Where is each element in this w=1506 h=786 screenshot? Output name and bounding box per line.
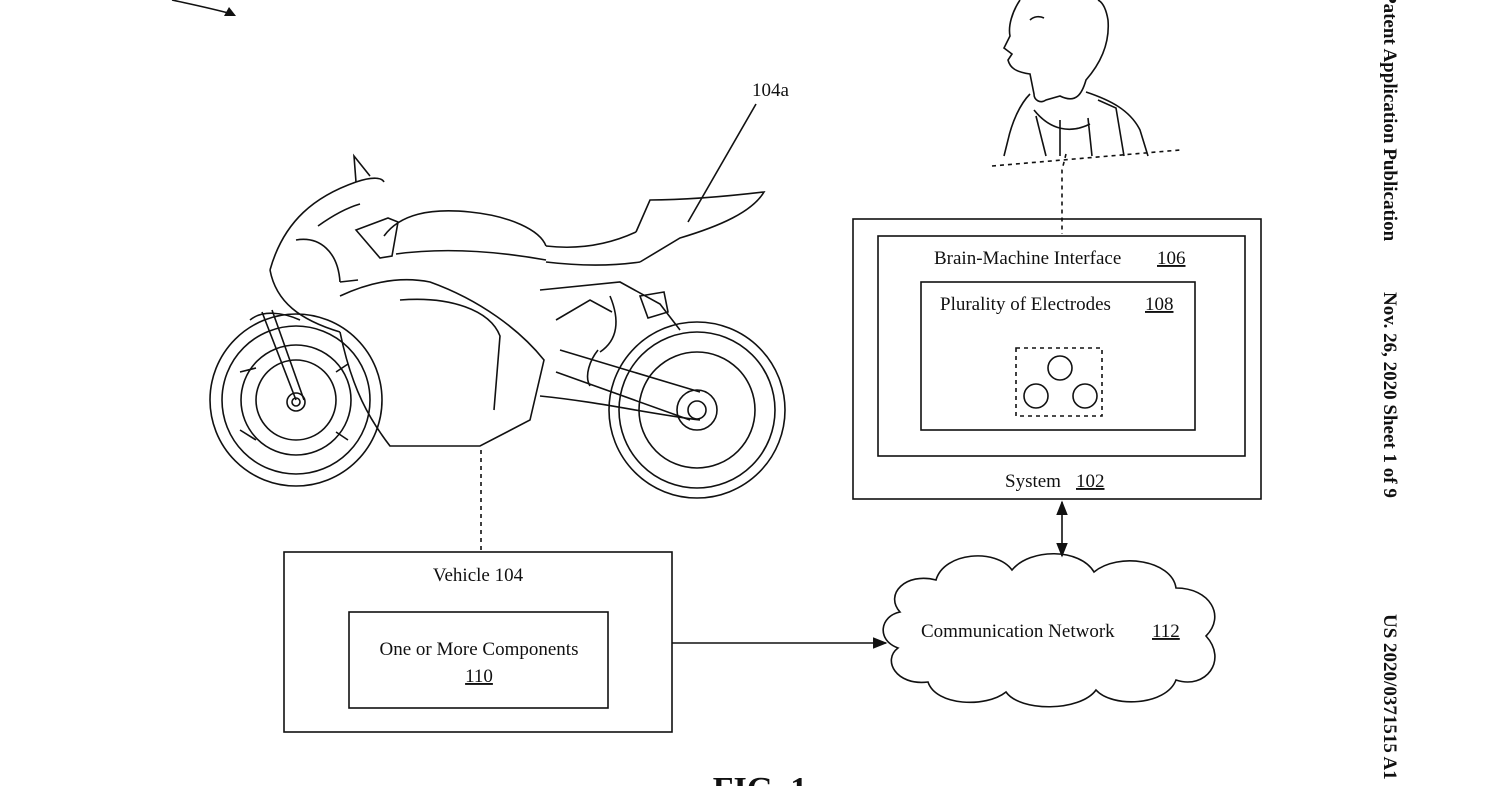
electrodes-label: Plurality of Electrodes <box>940 294 1111 315</box>
system-ref: 102 <box>1076 471 1105 492</box>
vehicle-label: Vehicle 104 <box>433 565 524 586</box>
patent-header: Patent Application Publication Nov. 26, … <box>1379 0 1400 780</box>
cloud-shape <box>882 553 1216 708</box>
electrodes-ref: 108 <box>1145 294 1174 315</box>
person-link-dashed <box>1061 153 1067 234</box>
reference-arrow <box>171 0 236 16</box>
network-ref: 112 <box>1152 621 1180 642</box>
components-label: One or More Components <box>380 639 579 660</box>
person-base-line <box>991 149 1181 167</box>
header-publication: Patent Application Publication <box>1379 0 1400 242</box>
components-ref: 110 <box>465 666 493 687</box>
person-head-illustration <box>1002 0 1149 157</box>
bmi-label: Brain-Machine Interface <box>934 248 1121 269</box>
electrodes-box <box>920 281 1196 431</box>
header-date-sheet: Nov. 26, 2020 Sheet 1 of 9 <box>1379 292 1400 498</box>
electrode-circle-icon <box>1047 355 1073 381</box>
bike-ref-label: 104a <box>752 80 790 101</box>
electrode-circle-icon <box>1023 383 1049 409</box>
motorcycle-illustration <box>209 153 786 499</box>
leader-line-104a <box>687 103 757 223</box>
vehicle-box <box>283 551 673 733</box>
electrode-circle-icon <box>1072 383 1098 409</box>
electrode-cluster <box>1015 347 1103 417</box>
bmi-box <box>877 235 1246 457</box>
header-number: US 2020/0371515 A1 <box>1379 614 1400 780</box>
network-label: Communication Network <box>921 621 1115 642</box>
bmi-ref: 106 <box>1157 248 1186 269</box>
system-box <box>852 218 1262 500</box>
figure-caption: FIG. 1 <box>713 771 807 786</box>
components-box <box>348 611 609 709</box>
system-label: System <box>1005 471 1061 492</box>
